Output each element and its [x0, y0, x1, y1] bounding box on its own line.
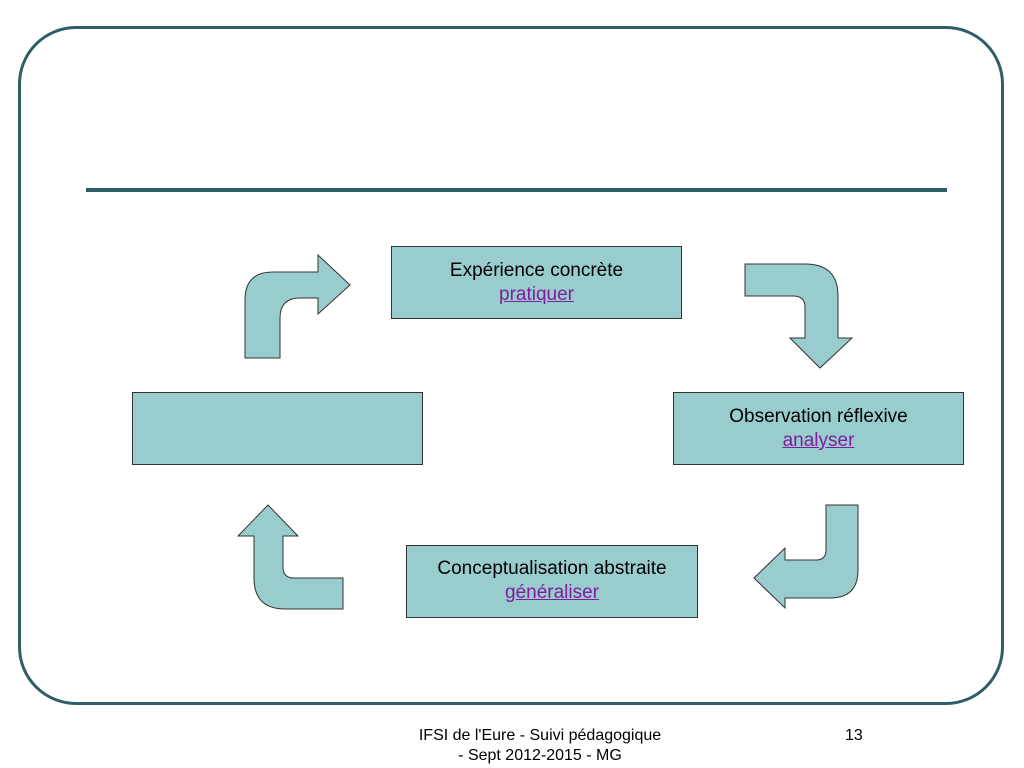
- slide-footer: IFSI de l'Eure - Suivi pédagogique - Sep…: [384, 726, 696, 766]
- arrow-top-to-right-icon: [744, 263, 854, 369]
- arrow-bottom-to-left-icon: [236, 504, 344, 610]
- empty-cycle-box: [132, 392, 423, 465]
- slide-frame: [18, 26, 1004, 705]
- experience-concrete-box: Expérience concrète pratiquer: [391, 246, 682, 319]
- footer-line-1: IFSI de l'Eure - Suivi pédagogique: [418, 727, 662, 744]
- page-number: 13: [845, 727, 863, 744]
- observation-reflexive-box: Observation réflexive analyser: [673, 392, 964, 465]
- generaliser-link[interactable]: généraliser: [505, 582, 599, 603]
- conceptualisation-abstraite-box: Conceptualisation abstraite généraliser: [406, 545, 698, 618]
- pratiquer-link[interactable]: pratiquer: [499, 284, 574, 305]
- conceptualisation-abstraite-label: Conceptualisation abstraite: [437, 558, 667, 579]
- title-divider: [86, 188, 947, 192]
- observation-reflexive-label: Observation réflexive: [729, 406, 908, 427]
- arrow-right-to-bottom-icon: [753, 504, 859, 610]
- analyser-link[interactable]: analyser: [782, 430, 855, 451]
- experience-concrete-label: Expérience concrète: [449, 260, 624, 281]
- footer-line-2: - Sept 2012-2015 - MG: [458, 747, 622, 764]
- arrow-left-to-top-icon: [244, 253, 351, 359]
